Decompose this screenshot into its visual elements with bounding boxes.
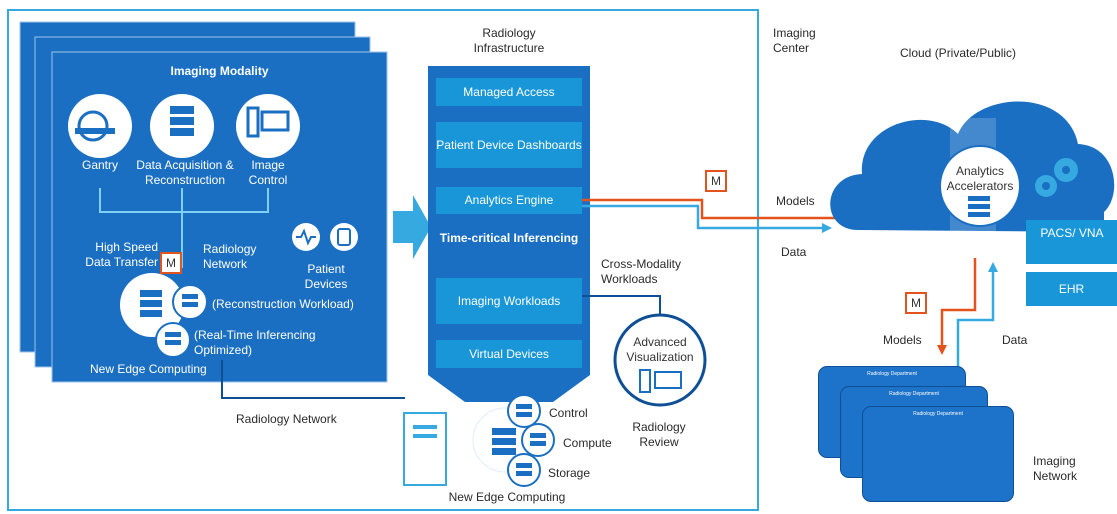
virtual-devices-button[interactable]: Virtual Devices [436, 340, 582, 368]
data-bottom-label: Data [1002, 333, 1028, 347]
server-icon [150, 94, 214, 158]
compute-label: Compute [563, 436, 612, 450]
data-acquisition-label: Data Acquisition & Reconstruction [136, 158, 234, 187]
patient-device-dashboards-button[interactable]: Patient Device Dashboards [436, 122, 582, 168]
imaging-workloads-button[interactable]: Imaging Workloads [436, 278, 582, 324]
advanced-visualization-label: Advanced Visualization [626, 335, 694, 364]
imaging-center-border [7, 9, 759, 511]
imaging-network-label: Imaging Network [1033, 454, 1078, 483]
bottom-edge-label: New Edge Computing [448, 490, 566, 504]
imaging-center-label: Imaging Center [773, 26, 816, 55]
image-control-label: Image Control [248, 158, 288, 187]
patient-devices-label: Patient Devices [304, 262, 348, 291]
infrastructure-title: Radiology Infrastructure [473, 26, 545, 55]
m-badge-top: M [705, 170, 727, 192]
models-top-label: Models [776, 194, 815, 208]
gantry-label: Gantry [81, 158, 118, 172]
monitor-icon [236, 94, 300, 158]
mini-screen-title: Radiology Department [867, 371, 917, 377]
cloud-title: Cloud (Private/Public) [900, 46, 1017, 60]
radiology-network-label: Radiology Network [203, 242, 257, 271]
advanced-visualization-icon [613, 313, 707, 407]
ehr-box [1026, 272, 1117, 306]
server-tower-icon [403, 412, 447, 486]
radiology-network-bottom-label: Radiology Network [236, 412, 337, 426]
managed-access-button[interactable]: Managed Access [436, 78, 582, 106]
time-critical-label: Time-critical Inferencing [439, 231, 579, 245]
models-flow-top [582, 198, 838, 220]
models-bottom-label: Models [883, 333, 922, 347]
control-label: Control [549, 406, 588, 420]
high-speed-label: High Speed Data Transfer [85, 240, 158, 269]
cross-modality-label: Cross-Modality Workloads [601, 257, 682, 286]
training-label: Training [956, 244, 1000, 258]
radiology-review-label: Radiology Review [632, 420, 686, 449]
gantry-icon [68, 94, 132, 158]
realtime-inferencing-label: (Real-Time Inferencing Optimized) [194, 328, 316, 357]
data-flow-bottom [956, 270, 995, 380]
storage-label: Storage [548, 466, 591, 480]
data-top-label: Data [781, 245, 807, 259]
analytics-accelerators-label: Analytics Accelerators [946, 164, 1014, 193]
ehr-label: EHR [1058, 282, 1085, 296]
m-badge-modality: M [160, 252, 182, 274]
data-flow-top [582, 204, 822, 230]
mini-screen-title: Radiology Department [913, 411, 963, 417]
pacs-label: PACS/ VNA [1040, 226, 1104, 240]
big-arrow [393, 195, 431, 259]
modality-title: Imaging Modality [170, 64, 269, 78]
pacs-box [1026, 220, 1117, 264]
analytics-accelerators-icon [939, 145, 1021, 227]
m-badge-bottom: M [905, 292, 927, 314]
models-flow-bottom [940, 258, 977, 345]
reconstruction-workload-label: (Reconstruction Workload) [212, 297, 354, 311]
analytics-engine-button[interactable]: Analytics Engine [436, 187, 582, 214]
mini-screen-3: Radiology Department [862, 406, 1014, 502]
modality-edge-label: New Edge Computing [90, 362, 207, 376]
mini-screen-title: Radiology Department [889, 391, 939, 397]
iv-bag-icon [330, 223, 358, 251]
